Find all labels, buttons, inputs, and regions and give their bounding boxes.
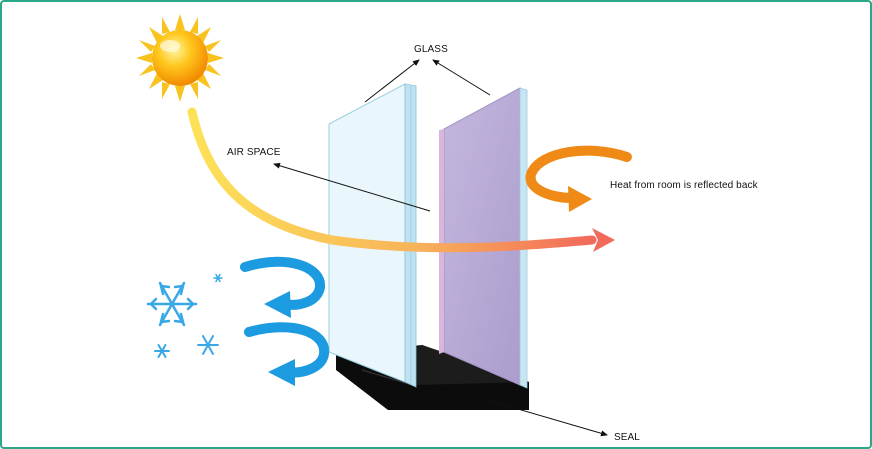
solar-ray-arrowhead xyxy=(592,228,615,252)
glass-leader-left xyxy=(364,59,420,103)
snowflake-icon xyxy=(213,273,223,283)
glass-label: GLASS xyxy=(414,44,448,55)
heat-reflected-label: Heat from room is reflected back xyxy=(610,180,758,191)
seal-leader xyxy=(486,399,608,437)
tinted-glass-pane xyxy=(439,87,528,389)
clear-glass-pane xyxy=(328,83,417,388)
snowflake-icon xyxy=(146,281,198,327)
heat-reflection-arrow xyxy=(525,145,632,212)
solar-ray-arrow xyxy=(187,107,597,253)
air-space-label: AIR SPACE xyxy=(227,147,281,158)
snowflake-icon xyxy=(154,344,170,358)
glass-leader-right xyxy=(432,59,491,96)
snowflake-icon xyxy=(197,335,219,355)
seal-label: SEAL xyxy=(614,432,640,443)
air-space-leader xyxy=(273,162,431,212)
cold-air-arrows xyxy=(240,256,330,386)
sun-icon xyxy=(136,14,224,102)
